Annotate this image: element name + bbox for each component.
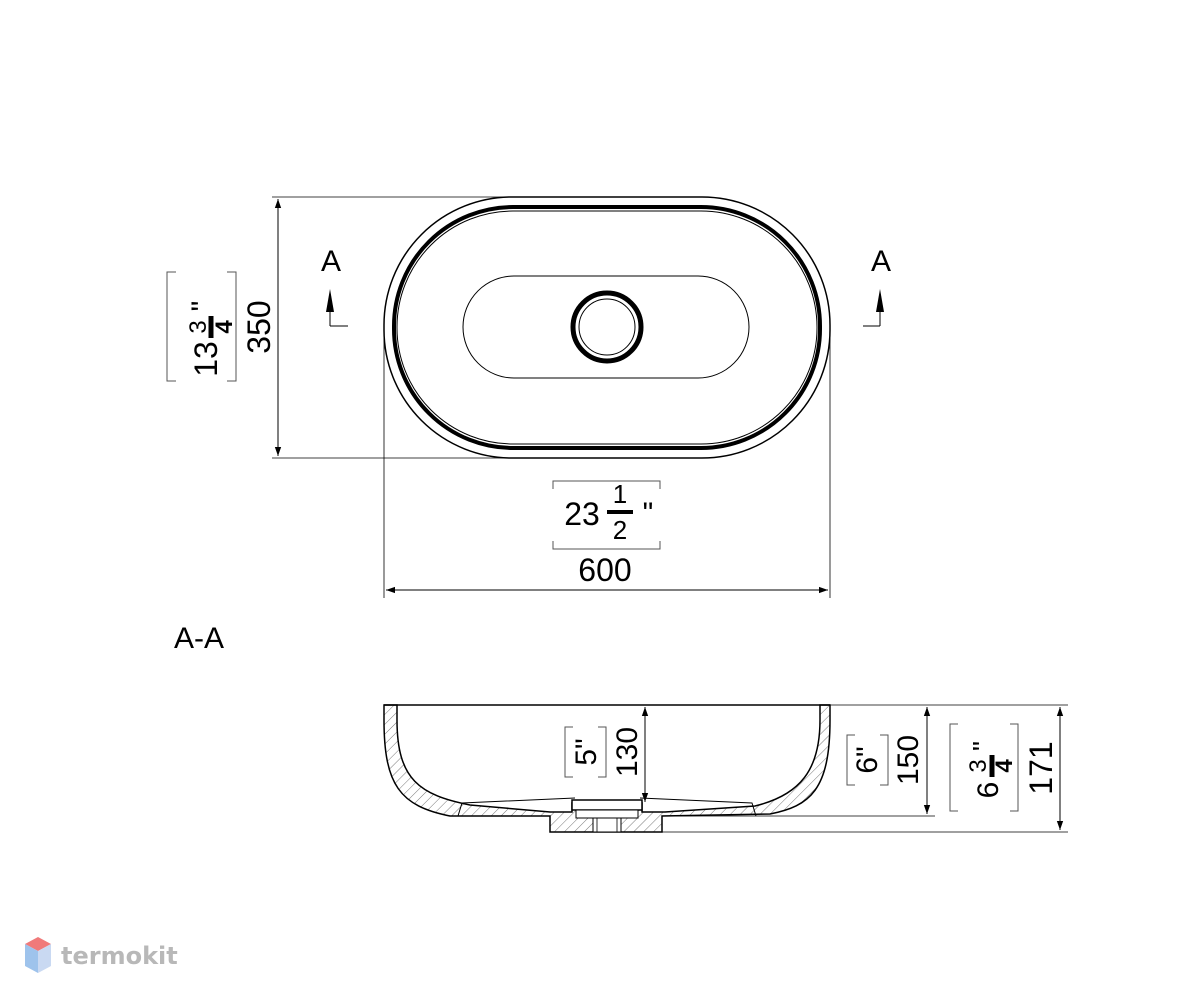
total-height-inch-whole: 6 <box>972 782 1005 799</box>
width-inch-whole: 23 <box>564 496 600 532</box>
depth-inch-mark: " <box>186 301 219 312</box>
section-mark-left: A <box>321 245 348 327</box>
width-mm-label: 600 <box>578 552 631 588</box>
section-label-left: A <box>321 245 341 278</box>
total-height-dimension: 171 6 3 4 " <box>949 707 1064 830</box>
plan-view: A A 350 13 3 4 " <box>166 196 891 598</box>
bowl-height-mm-label: 150 <box>892 735 925 785</box>
inner-depth-mm-label: 130 <box>611 727 644 777</box>
width-inch-numerator: 1 <box>613 479 627 509</box>
drain-fitting <box>571 799 643 833</box>
depth-dimension: 350 13 3 4 " <box>166 196 520 459</box>
section-label-right: A <box>871 245 891 278</box>
bowl-height-inch-label: 6" <box>851 746 884 773</box>
width-inch-mark: " <box>643 497 654 530</box>
total-height-inch-mark: " <box>967 741 998 751</box>
total-height-inch-denominator: 4 <box>991 759 1018 773</box>
total-height-inch-numerator: 3 <box>965 759 992 772</box>
basin-outline <box>383 196 831 459</box>
width-inch-denominator: 2 <box>613 515 627 545</box>
section-mark-right: A <box>863 245 891 327</box>
depth-inch-whole: 13 <box>188 341 224 377</box>
inner-depth-dimension: 130 5" <box>564 707 649 802</box>
depth-mm-label: 350 <box>241 300 277 353</box>
depth-inch-numerator: 3 <box>185 320 212 333</box>
watermark-logo: termokit <box>25 937 178 973</box>
section-view: A-A 130 5" 150 6" <box>174 622 1068 833</box>
depth-inch-denominator: 4 <box>211 320 238 334</box>
inner-depth-inch-label: 5" <box>570 738 603 765</box>
bowl-floor-outline <box>462 275 750 379</box>
total-height-mm-label: 171 <box>1023 741 1059 794</box>
bowl-height-dimension: 150 6" <box>846 707 931 814</box>
watermark-text: termokit <box>61 942 178 970</box>
section-title: A-A <box>174 622 224 655</box>
drain-hole <box>570 290 644 364</box>
inner-floor-line <box>457 797 757 817</box>
width-dimension: 600 23 1 2 " <box>383 328 831 598</box>
